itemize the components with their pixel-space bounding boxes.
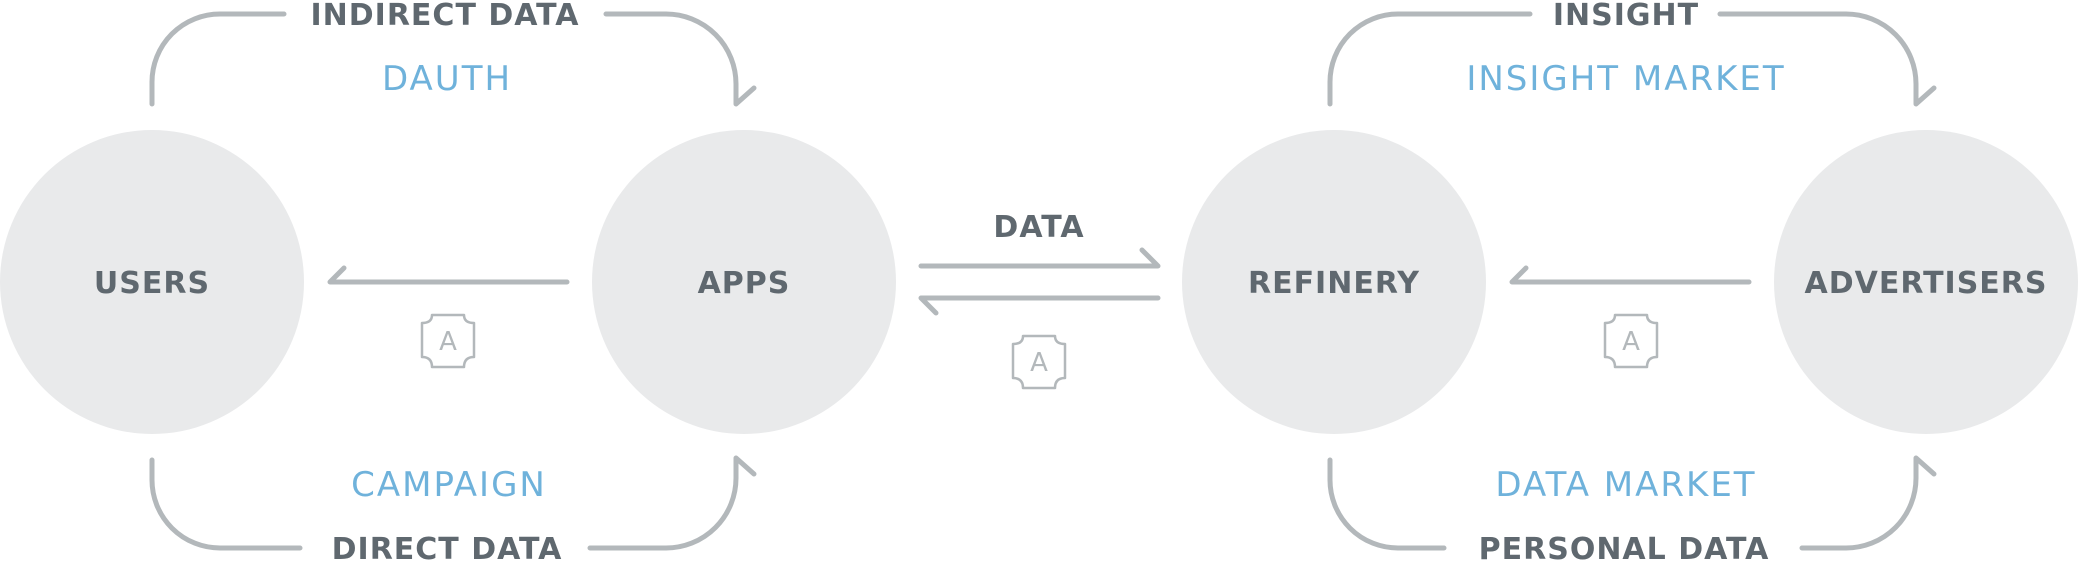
node-advertisers-label: ADVERTISERS — [1804, 266, 2047, 301]
connector-users-apps-bottom-right — [587, 455, 757, 551]
arrow-refinery-to-apps — [918, 295, 1161, 316]
flow-label-personal-data: PERSONAL DATA — [1479, 532, 1770, 562]
channel-label-data-market: DATA MARKET — [1495, 465, 1756, 505]
connector-refinery-advertisers-bottom-right — [1799, 455, 1937, 551]
node-users-label: USERS — [94, 266, 210, 301]
flow-label-direct-data: DIRECT DATA — [332, 532, 563, 562]
a-token-letter: A — [1030, 348, 1048, 378]
node-apps-label: APPS — [698, 266, 791, 301]
node-users: USERS — [0, 130, 304, 434]
node-advertisers-circle — [1774, 130, 2078, 434]
connector-users-apps-bottom-left — [149, 457, 303, 551]
node-refinery-label: REFINERY — [1248, 266, 1420, 301]
node-apps-circle — [592, 130, 896, 434]
channel-label-campaign: CAMPAIGN — [351, 465, 547, 505]
node-users-circle — [0, 130, 304, 434]
connector-users-apps-top-right — [603, 11, 757, 107]
a-token-letter: A — [1622, 327, 1640, 357]
arrow-apps-to-users — [327, 265, 570, 285]
connector-users-apps-top-left — [149, 11, 287, 107]
connector-refinery-advertisers-bottom-left — [1327, 457, 1447, 551]
flow-label-insight: INSIGHT — [1553, 0, 1699, 33]
node-advertisers: ADVERTISERS — [1774, 130, 2078, 434]
flow-label-indirect-data: INDIRECT DATA — [311, 0, 580, 33]
loop-refinery-advertisers: INSIGHT INSIGHT MARKET A DATA MARKET PER… — [1327, 0, 1937, 562]
node-refinery: REFINERY — [1182, 130, 1486, 434]
node-apps: APPS — [592, 130, 896, 434]
loop-users-apps: INDIRECT DATA DAUTH A CAMPAIGN DIRECT DA… — [149, 0, 757, 562]
a-token-icon: A — [1011, 334, 1067, 390]
node-refinery-circle — [1182, 130, 1486, 434]
middle-data-exchange: DATA A — [918, 210, 1161, 390]
channel-label-dauth: DAUTH — [382, 59, 512, 99]
a-token-icon: A — [1603, 313, 1659, 369]
a-token-letter: A — [439, 327, 457, 357]
flow-label-data: DATA — [993, 210, 1084, 245]
connector-refinery-advertisers-top-left — [1327, 11, 1533, 107]
channel-label-insight-market: INSIGHT MARKET — [1466, 59, 1785, 99]
arrow-advertisers-to-refinery — [1509, 265, 1752, 285]
arrow-apps-to-refinery — [918, 247, 1161, 269]
a-token-icon: A — [420, 313, 476, 369]
connector-refinery-advertisers-top-right — [1717, 11, 1937, 107]
